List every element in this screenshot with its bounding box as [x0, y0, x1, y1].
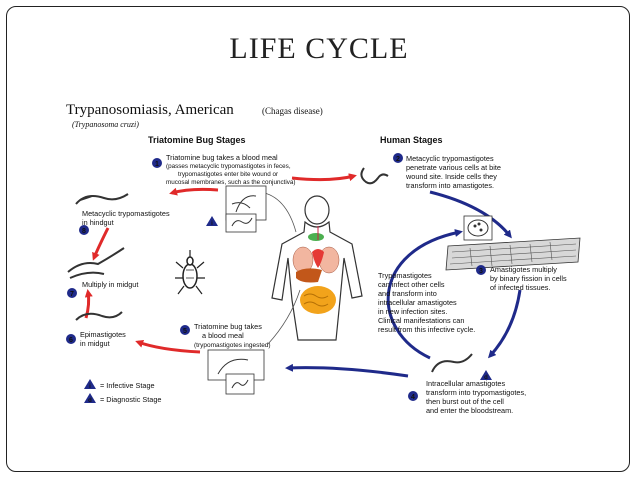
step-1-line-1: Triatomine bug takes a blood meal: [166, 153, 278, 162]
step-6-line-1: Epimastigotes: [80, 330, 126, 339]
step-1-parasite-image: [225, 213, 257, 233]
step-6-parasite-icon: [75, 311, 123, 321]
arrow-step3-to-step4: [487, 289, 522, 359]
step-6-badge: [66, 334, 76, 344]
step-4-line-1: Intracellular amastigotes: [426, 379, 505, 388]
step-5-line-2: a blood meal: [202, 331, 244, 340]
step-1-badge: [152, 158, 162, 168]
arrow-step5-to-step6: [135, 339, 201, 354]
liver-organ: [296, 268, 322, 283]
arrow-step1-to-step2: [291, 173, 357, 182]
step-3-badge: [476, 265, 486, 275]
infective-stage-marker-label: i: [211, 221, 213, 227]
step-7-number: 7: [70, 291, 74, 298]
step-7-line-1: Multiply in midgut: [82, 280, 138, 289]
infective-stage-marker: [206, 216, 218, 226]
step-3-number: 3: [479, 268, 483, 275]
step-8-line-2: in hindgut: [82, 218, 114, 227]
arrow-bite-to-hindgut: [169, 187, 219, 196]
step-1-line-3: trypomastigotes enter bite wound or: [178, 171, 278, 178]
step-2-parasite-icon: [360, 167, 389, 185]
step-3-line-1: Amastigotes multiply: [490, 265, 557, 274]
triatomine-bug-icon: [175, 250, 205, 295]
diagnostic-stage-marker-step4-label: d: [484, 375, 488, 381]
arrow-step7-to-step8: [92, 227, 110, 261]
step-5-line-1: Triatomine bug takes: [194, 322, 262, 331]
step-4-number: 4: [411, 394, 415, 401]
slide-title: LIFE CYCLE: [229, 32, 409, 65]
intestine-organ: [300, 286, 336, 314]
inner-note-line-5: in new infection sites.: [378, 307, 447, 316]
human-figure: [271, 195, 363, 341]
legend-diagnostic: = Diagnostic Stage: [100, 395, 161, 404]
step-2-badge: [393, 153, 403, 163]
legend-diagnostic-icon-label: d: [88, 398, 92, 404]
diagram-subheading: (Trypanosoma cruzi): [72, 120, 139, 129]
inner-note-line-2: can infect other cells: [378, 280, 445, 289]
step-2-line-3: wound site. Inside cells they: [405, 172, 497, 181]
step-4-parasite-icon: [431, 353, 473, 373]
step-6-number: 6: [69, 337, 73, 344]
arrow-step4-to-step5: [285, 363, 409, 378]
diagnostic-stage-marker-step4: [480, 370, 492, 380]
arrow-step6-to-step7: [84, 289, 93, 319]
step-6-line-2: in midgut: [80, 339, 110, 348]
step-4-line-2: transform into trypomastigotes,: [426, 388, 526, 397]
step-1-line-2: (passes metacyclic trypomastigotes in fe…: [166, 163, 291, 170]
step-1-line-4: mucosal membranes, such as the conjuncti…: [166, 179, 296, 186]
step-4-line-4: and enter the bloodstream.: [426, 406, 513, 415]
step-8-number: 8: [82, 228, 86, 235]
arrow-step2-to-step3: [429, 190, 512, 239]
step-3-line-3: of infected tissues.: [490, 283, 550, 292]
step-5-number: 5: [183, 328, 187, 335]
legend-infective-icon-label: i: [89, 384, 91, 390]
step-5-line-3: (trypomastigotes ingested): [194, 342, 271, 349]
thyroid-organ: [308, 233, 324, 241]
arrow-infective-cycle: [386, 229, 463, 360]
step-2-number: 2: [396, 156, 400, 163]
step-8-parasite-icon: [75, 193, 129, 205]
step-4-line-3: then burst out of the cell: [426, 397, 504, 406]
legend-infective: = Infective Stage: [100, 381, 155, 390]
legend-infective-icon: [84, 379, 96, 389]
step-8-badge: [79, 225, 89, 235]
inner-note-line-6: Clinical manifestations can: [378, 316, 464, 325]
step-2-line-2: penetrate various cells at bite: [406, 163, 501, 172]
step-2-line-1: Metacyclic trypomastigotes: [406, 154, 494, 163]
section-human-stages: Human Stages: [380, 135, 443, 145]
diagram-heading: Trypanosomiasis, American: [66, 102, 234, 118]
section-bug-stages: Triatomine Bug Stages: [148, 135, 246, 145]
legend-diagnostic-icon: [84, 393, 96, 403]
step-7-parasite-icon: [67, 247, 125, 279]
step-3-line-2: by binary fission in cells: [490, 274, 567, 283]
inner-note-line-7: result from this infective cycle.: [378, 325, 475, 334]
diagram-heading-paren: (Chagas disease): [262, 106, 323, 116]
step-8-line-1: Metacyclic trypomastigotes: [82, 209, 170, 218]
inner-note-line-3: and transform into: [378, 289, 437, 298]
connector-line-bottom: [267, 289, 301, 345]
heart-organ: [312, 249, 324, 268]
step-4-badge: [408, 391, 418, 401]
step-7-badge: [67, 288, 77, 298]
inner-note-line-4: intracellular amastigotes: [378, 298, 457, 307]
inner-note-line-1: Trypomastigotes: [378, 271, 432, 280]
step-1-number: 1: [155, 161, 159, 168]
step-5-badge: [180, 325, 190, 335]
step-2-line-4: transform into amastigotes.: [406, 181, 494, 190]
